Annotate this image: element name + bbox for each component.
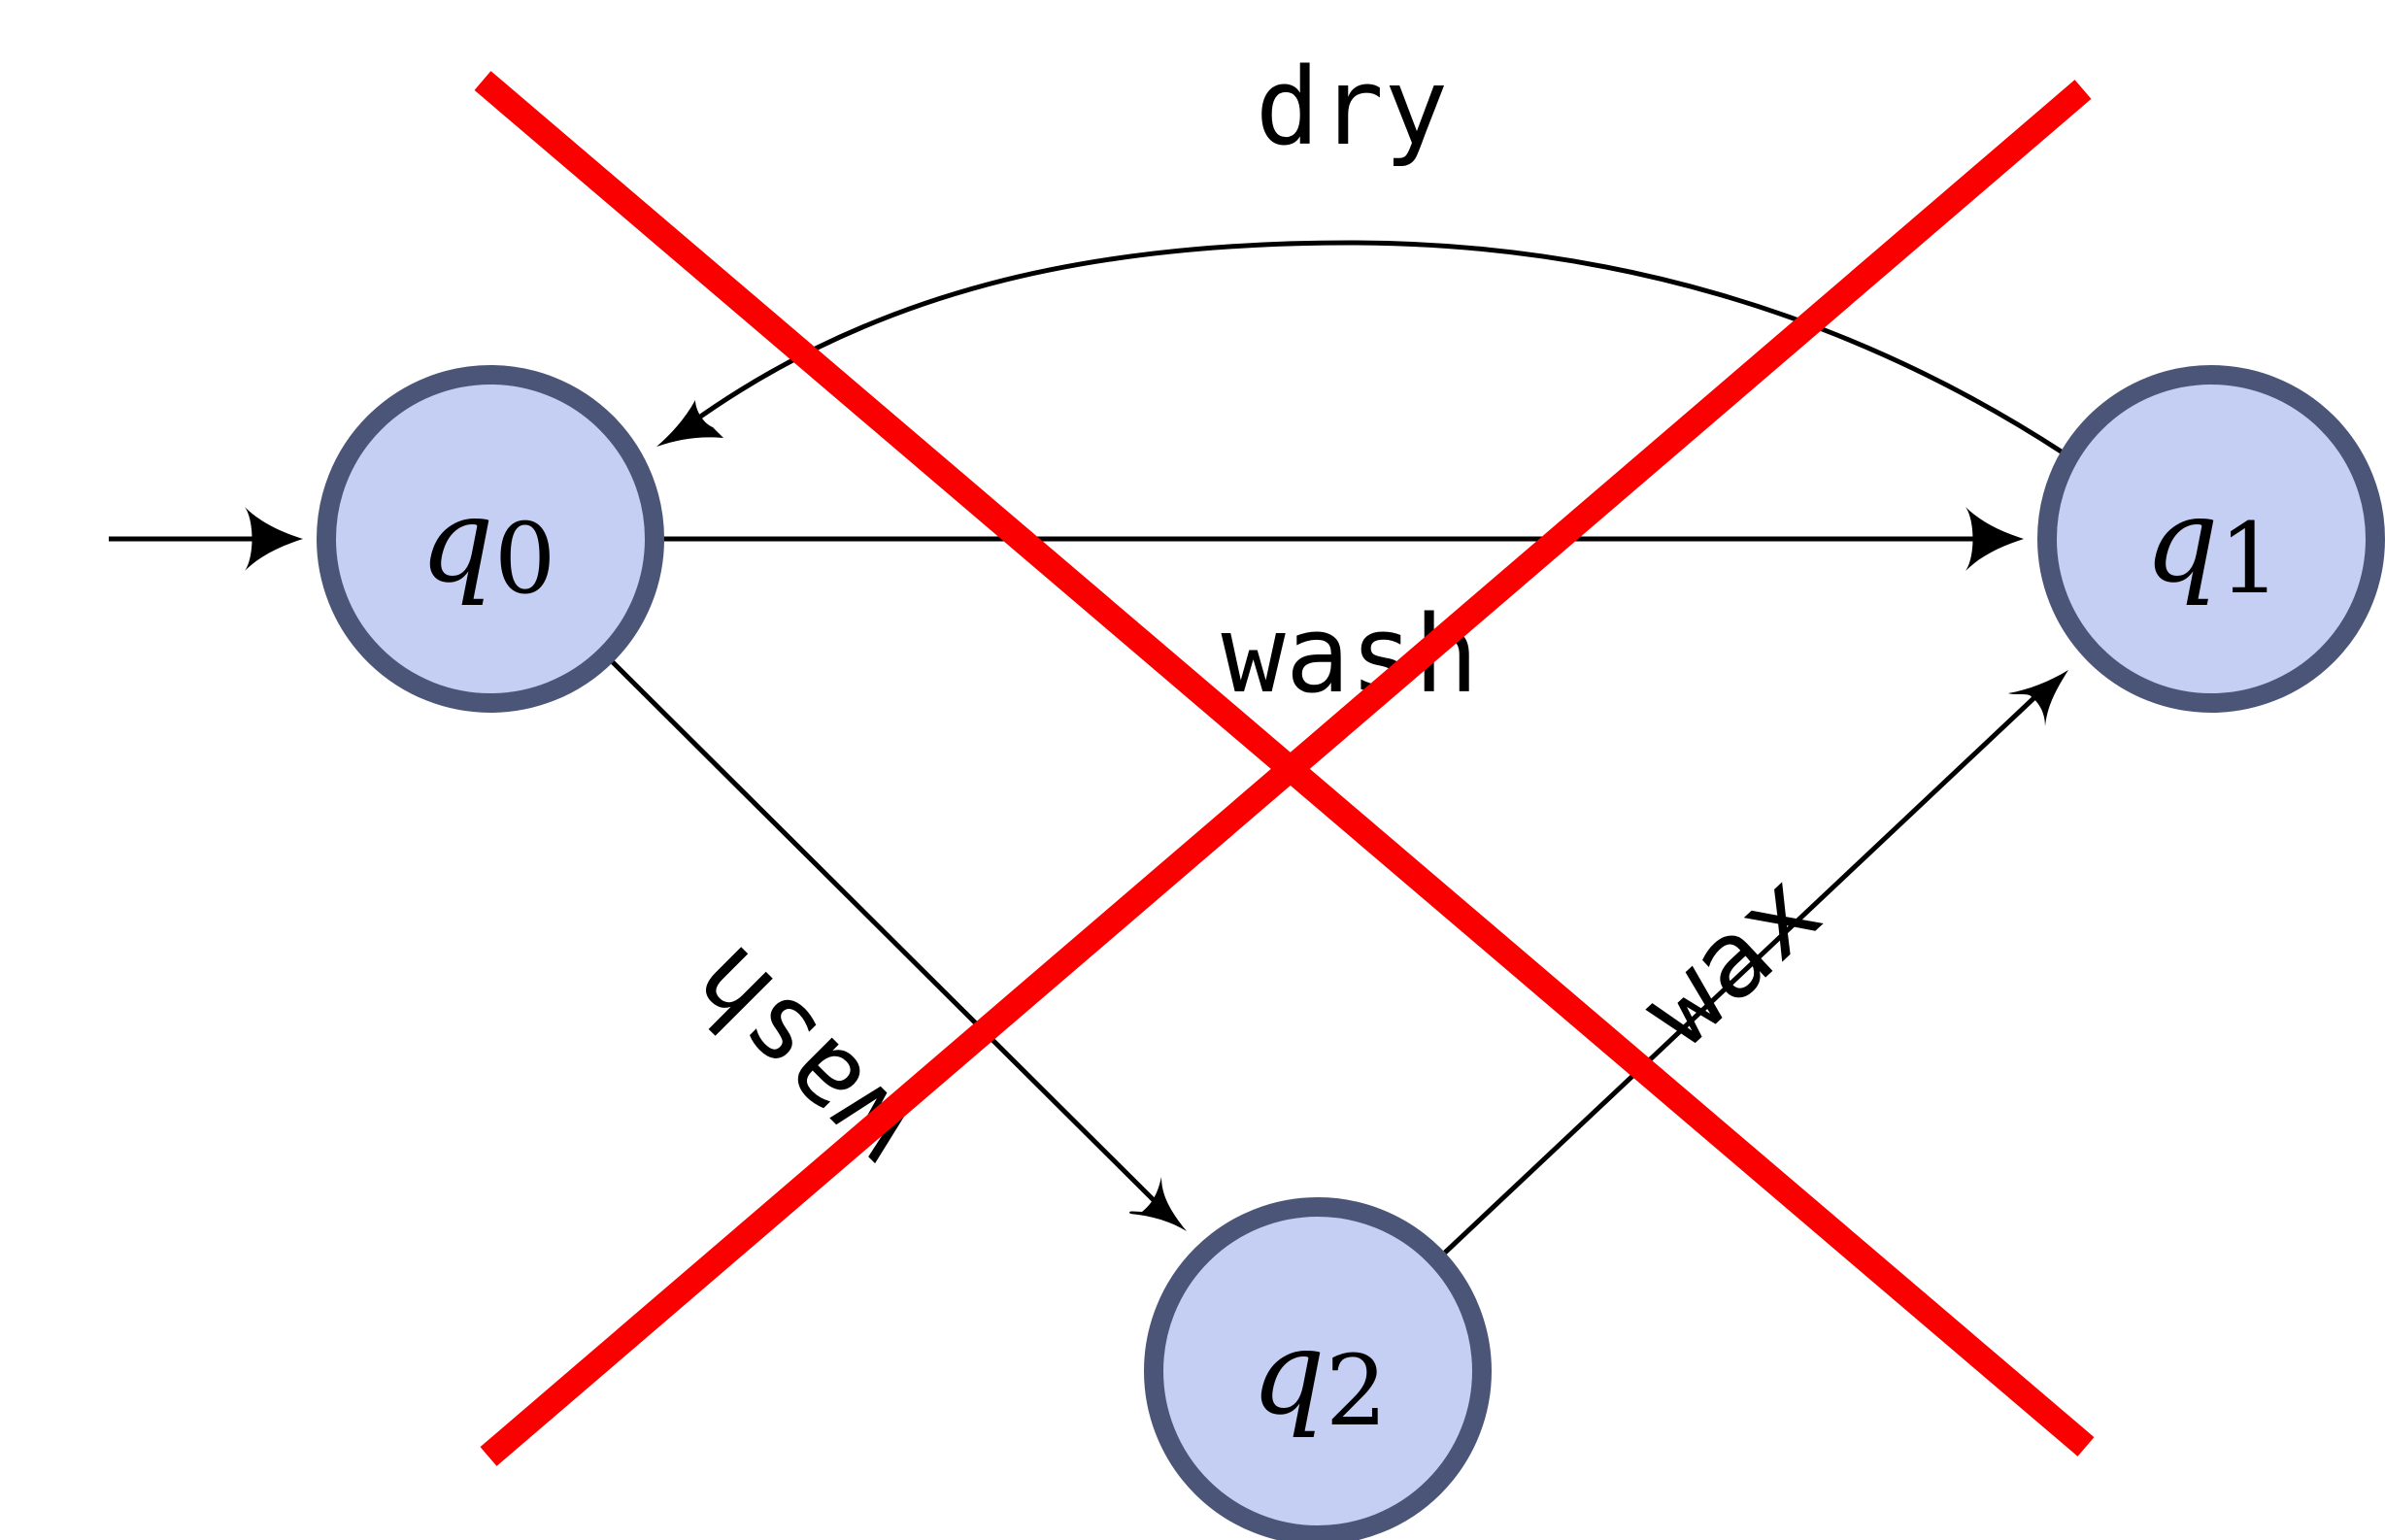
- edge-wax: [1443, 670, 2068, 1255]
- cross-out-overlay: [474, 71, 2095, 1466]
- state-q2: q2: [1144, 1197, 1492, 1540]
- state-q1-label: q1: [2144, 474, 2280, 616]
- initial-arrow: [109, 507, 303, 571]
- state-q0-label: q0: [420, 474, 555, 616]
- state-q0: q0: [317, 365, 664, 713]
- edge-label-wax: wax: [1618, 849, 1844, 1071]
- edge-wash-q0-q1: [662, 507, 2024, 571]
- edge-label-wash-q0-q2: wash: [664, 922, 934, 1192]
- edge-dry: [656, 240, 2065, 455]
- edge-wash-q0-q2: [610, 659, 1187, 1231]
- state-q2-label: q2: [1251, 1306, 1387, 1448]
- state-q1: q1: [2037, 365, 2385, 713]
- cross-line-ascending: [480, 80, 2092, 1466]
- edge-label-dry: dry: [1256, 45, 1449, 169]
